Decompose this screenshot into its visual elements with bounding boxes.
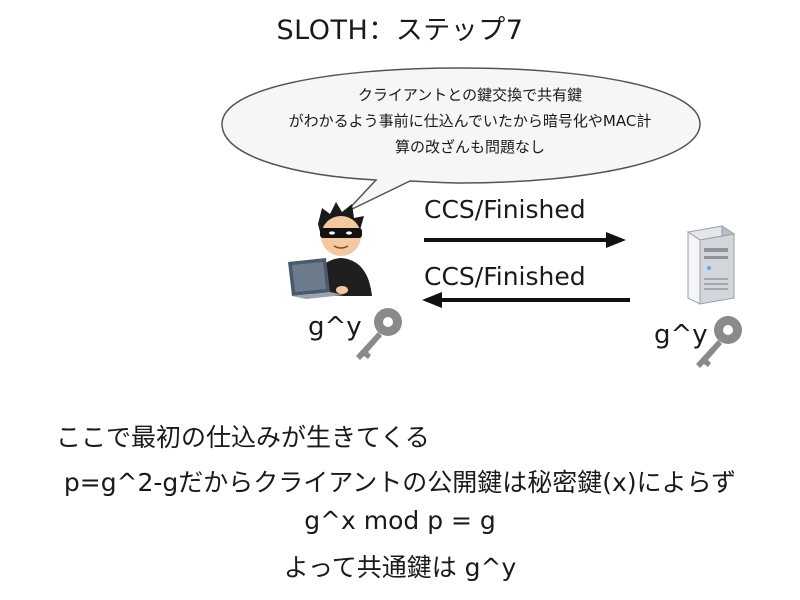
ccs-finished-to-client-label: CCS/Finished xyxy=(424,262,586,291)
speech-bubble-line: 算の改ざんも問題なし xyxy=(240,134,700,160)
key-icon xyxy=(350,304,410,364)
server-tower-icon xyxy=(676,222,746,312)
ccs-finished-to-server-label: CCS/Finished xyxy=(424,195,586,224)
speech-bubble-line: がわかるよう事前に仕込んでいたから暗号化やMAC計 xyxy=(240,108,700,134)
key-icon xyxy=(690,312,750,372)
speech-bubble-line: クライアントとの鍵交換で共有鍵 xyxy=(240,82,700,108)
explanation-line: p=g^2-gだからクライアントの公開鍵は秘密鍵(x)によらず xyxy=(0,463,800,499)
explanation-line: g^x mod p = g xyxy=(0,506,800,535)
hacker-at-laptop-icon xyxy=(282,198,392,298)
arrow-right-icon xyxy=(420,230,640,250)
explanation-line: ここで最初の仕込みが生きてくる xyxy=(56,418,430,454)
arrow-left-icon xyxy=(416,290,636,310)
explanation-line: よって共通鍵は g^y xyxy=(0,548,800,584)
speech-bubble-text: クライアントとの鍵交換で共有鍵 がわかるよう事前に仕込んでいたから暗号化やMAC… xyxy=(240,82,700,160)
